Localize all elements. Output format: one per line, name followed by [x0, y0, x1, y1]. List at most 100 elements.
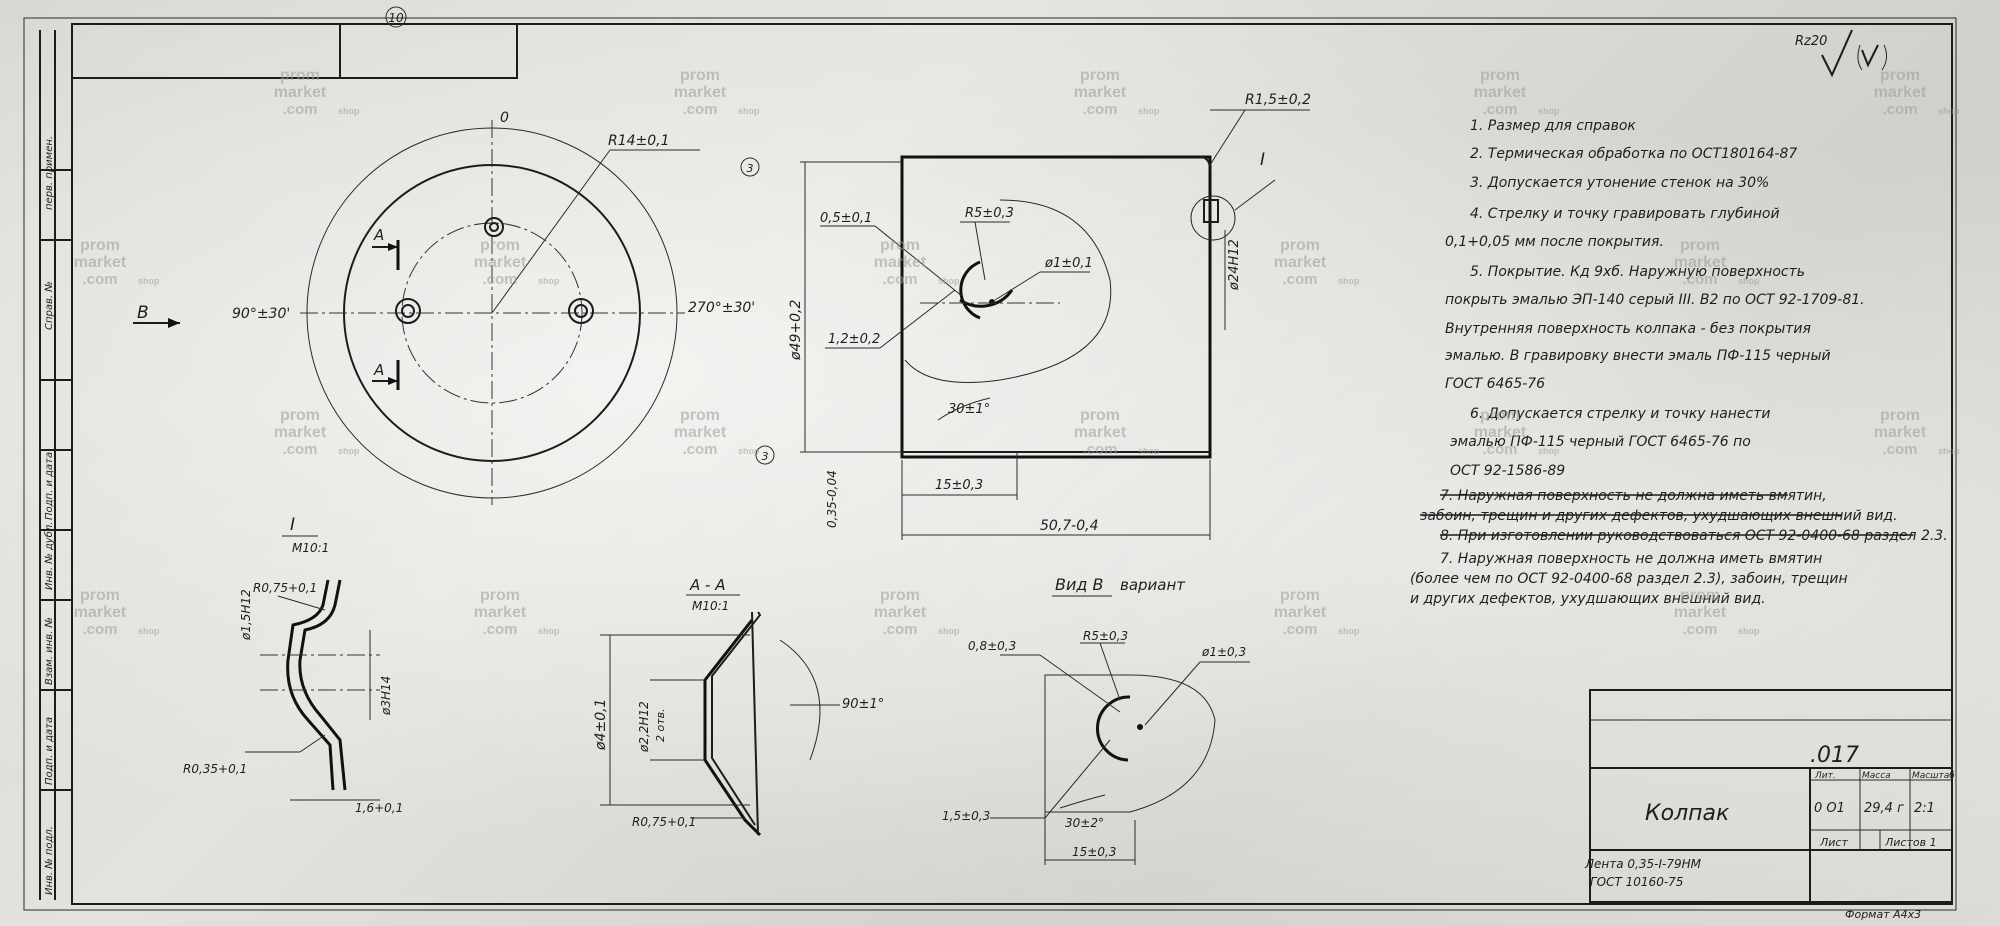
dim-r5: R5±0,3 — [965, 206, 1014, 221]
watermark-text: market — [474, 254, 527, 271]
watermark-text: .com — [482, 271, 517, 288]
angle-270-label: 270°±30' — [688, 300, 755, 316]
watermark-text: market — [1674, 604, 1727, 621]
tb-material-2: ГОСТ 10160-75 — [1590, 875, 1683, 889]
watermark-text: .com — [1682, 271, 1717, 288]
section-aa-d22: ø2,2Н12 — [637, 701, 651, 753]
section-aa-title: А - А — [689, 576, 725, 594]
watermark-text: shop — [138, 276, 160, 286]
watermark-text: market — [874, 604, 927, 621]
watermark-text: .com — [1882, 441, 1917, 458]
dim-12: 1,2±0,2 — [828, 332, 880, 347]
strip-label-6: Подп. и дата — [44, 717, 55, 785]
view-b-d1: ø1±0,3 — [1201, 645, 1246, 659]
view-b-label: В — [137, 303, 149, 323]
detail-i-callout: I — [1260, 150, 1265, 170]
watermark-text: market — [1274, 254, 1327, 271]
view-b-dim08: 0,8±0,3 — [968, 639, 1016, 653]
section-a-top: А — [373, 226, 384, 244]
watermark-text: market — [1874, 84, 1927, 101]
view-b-note: вариант — [1120, 576, 1186, 594]
note-line: 5. Покрытие. Кд 9хб. Наружную поверхност… — [1470, 264, 1805, 280]
watermark-text: .com — [682, 101, 717, 118]
watermark-text: .com — [1682, 621, 1717, 638]
view-b-angle: 30±2° — [1065, 816, 1104, 830]
roughness-symbol: Rz20 — [1795, 29, 1888, 78]
section-aa-angle: 90±1° — [842, 697, 884, 712]
watermark-text: prom — [1080, 407, 1120, 424]
watermark-text: market — [1074, 84, 1127, 101]
angle-0-label: 0 — [500, 110, 509, 126]
watermark-text: market — [1074, 424, 1127, 441]
watermark-text: shop — [1338, 626, 1360, 636]
watermark-text: market — [674, 84, 727, 101]
watermark-text: prom — [1280, 587, 1320, 604]
watermark-text: shop — [338, 106, 360, 116]
note-line: 7. Наружная поверхность не должна иметь … — [1440, 551, 1822, 567]
note-line: 7. Наружная поверхность не должна иметь … — [1440, 488, 1827, 504]
watermark-text: prom — [1080, 67, 1120, 84]
watermark-text: shop — [1938, 106, 1960, 116]
watermark-text: .com — [882, 271, 917, 288]
tb-lit-value: 0 О1 — [1814, 801, 1845, 816]
view-b-title: Вид В — [1055, 575, 1104, 594]
watermark-text: shop — [1738, 276, 1760, 286]
inner-frame — [71, 23, 1953, 905]
watermark-text: prom — [1280, 237, 1320, 254]
note-line: ОСТ 92-1586-89 — [1450, 463, 1565, 479]
watermark-text: prom — [480, 237, 520, 254]
watermark-text: prom — [1480, 67, 1520, 84]
watermark-text: .com — [282, 101, 317, 118]
watermark-text: market — [1674, 254, 1727, 271]
watermark-text: market — [1474, 424, 1527, 441]
note-line: эмалью ПФ-115 черный ГОСТ 6465-76 по — [1450, 434, 1751, 450]
note-line: покрыть эмалью ЭП-140 серый III. В2 по О… — [1445, 292, 1865, 308]
watermark-text: shop — [938, 626, 960, 636]
watermark-text: shop — [138, 626, 160, 636]
tb-scale-label: Масштаб — [1912, 771, 1955, 781]
watermark-text: .com — [1482, 441, 1517, 458]
note-line: 0,1+0,05 мм после покрытия. — [1445, 234, 1664, 250]
watermark-text: .com — [682, 441, 717, 458]
note-line: 1. Размер для справок — [1470, 118, 1636, 134]
strip-label-2: Справ. № — [44, 281, 55, 330]
tb-lit-label: Лит. — [1814, 771, 1836, 781]
section-aa-scale: М10:1 — [692, 599, 729, 613]
watermark-text: shop — [538, 626, 560, 636]
note-line: 6. Допускается стрелку и точку нанести — [1470, 406, 1771, 422]
watermark-text: .com — [1882, 101, 1917, 118]
strip-label-7: Инв. № подл. — [44, 826, 55, 895]
watermark-text: shop — [738, 446, 760, 456]
section-aa-r075: R0,75+0,1 — [632, 815, 696, 829]
title-block: .017 Колпак Лента 0,35-I-79НМ ГОСТ 10160… — [1584, 689, 1955, 921]
view-b-dim153: 15±0,3 — [1072, 845, 1116, 859]
top-left-stamp — [71, 23, 518, 79]
tb-mass-value: 29,4 г — [1864, 801, 1904, 816]
dim-d24: ø24Н12 — [1227, 239, 1242, 291]
watermark-text: prom — [1880, 67, 1920, 84]
strip-label-3: Подп. и дата — [44, 452, 55, 520]
left-side-strip: перв. примен. Справ. № Подп. и дата Инв.… — [39, 30, 72, 900]
page-number-circle — [385, 6, 407, 28]
note-line: Внутренняя поверхность колпака - без пок… — [1445, 321, 1811, 337]
watermark-text: market — [1274, 604, 1327, 621]
side-section-view: I 3 3 ø49+0,2 R1,5±0,2 ø24Н12 0,5±0,1 R5… — [740, 92, 1311, 540]
detail-i-scale: М10:1 — [292, 541, 329, 555]
tb-sheet-label: Лист — [1819, 836, 1848, 849]
tb-scale-value: 2:1 — [1914, 801, 1935, 816]
detail-i-title: I — [290, 515, 295, 535]
tb-format: Формат А4х3 — [1845, 908, 1921, 921]
watermark-text: shop — [1938, 446, 1960, 456]
tb-designation: .017 — [1810, 743, 1859, 768]
watermark-text: prom — [480, 587, 520, 604]
strip-label-5: Взам. инв. № — [44, 617, 55, 685]
watermark-text: .com — [1082, 101, 1117, 118]
detail-i-dim16: 1,6+0,1 — [355, 801, 403, 815]
watermark-text: market — [474, 604, 527, 621]
watermark-text: .com — [82, 271, 117, 288]
tb-mass-label: Масса — [1862, 771, 1891, 781]
detail-i-r035: R0,35+0,1 — [183, 762, 247, 776]
marker-3-bottom: 3 — [762, 450, 769, 463]
